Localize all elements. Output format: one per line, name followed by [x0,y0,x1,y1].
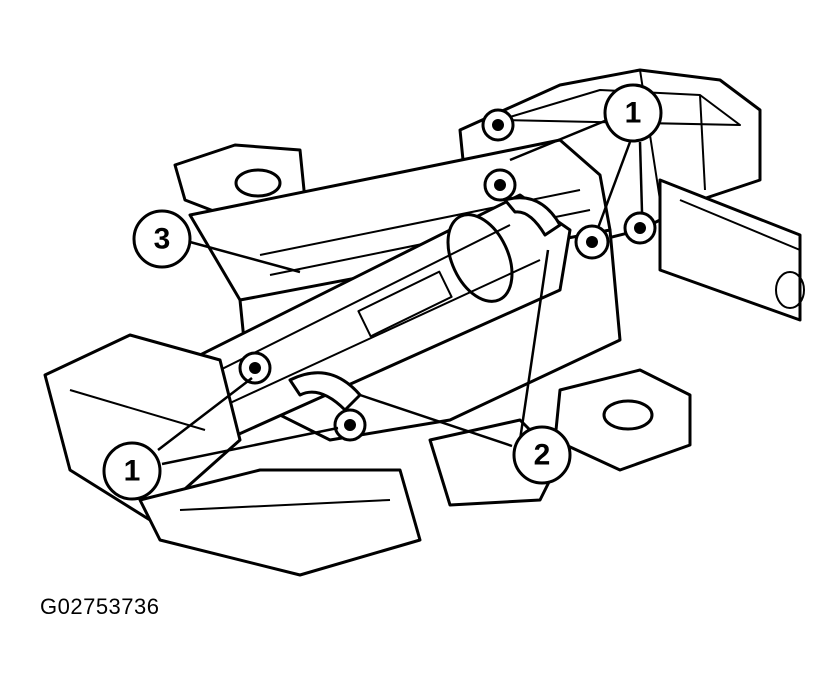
figure-code: G02753736 [40,594,160,619]
callout-label: 2 [534,439,551,472]
callout-2: 2 [512,425,572,485]
callout-1-upper: 1 [603,83,663,143]
column-brackets [288,196,562,412]
callout-label: 3 [154,223,171,256]
leader-lines [157,116,644,466]
upper-mounting-nuts [481,108,657,260]
callout-1-lower: 1 [102,441,162,501]
callout-3: 3 [132,209,192,269]
callout-label: 1 [124,455,141,488]
right-flange [553,368,692,472]
callout-label: 1 [625,97,642,130]
lower-mounting-nuts [238,351,367,442]
